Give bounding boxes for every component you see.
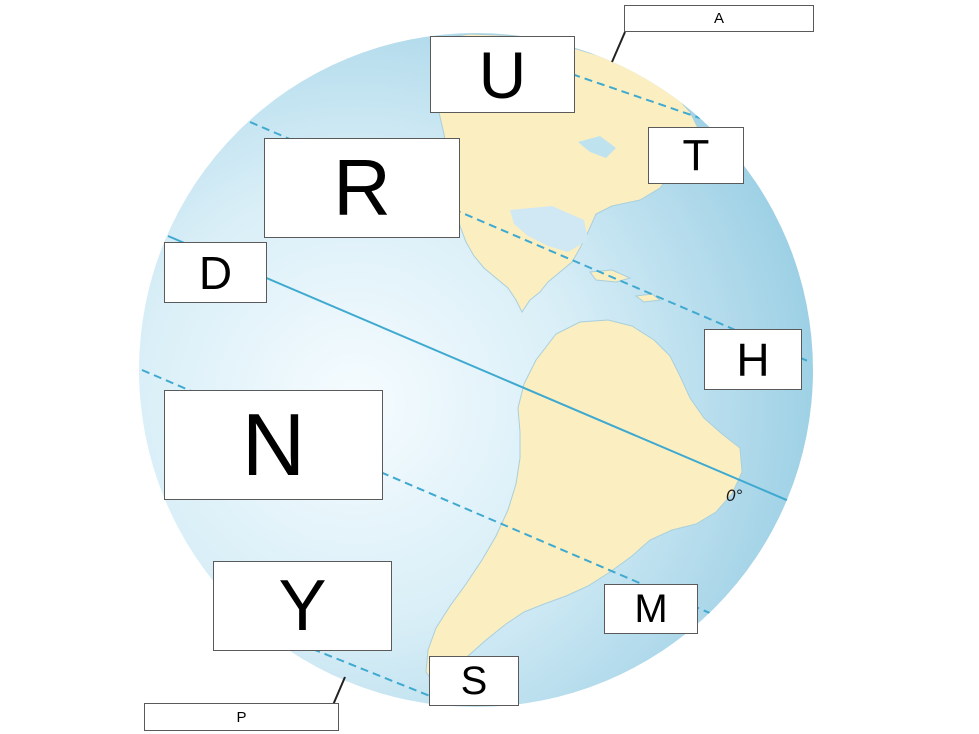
label-box-u: U: [430, 36, 575, 113]
label-box-n: N: [164, 390, 383, 500]
caribbean-island-2: [634, 293, 662, 303]
pointer-line-a: [611, 31, 626, 63]
label-text-r: R: [333, 143, 391, 232]
label-box-y: Y: [213, 561, 392, 651]
equator-degree-label: 0°: [726, 486, 743, 505]
gulf-water: [510, 206, 588, 252]
label-box-d: D: [164, 242, 267, 303]
pointer-line-p: [332, 676, 346, 706]
label-text-m: M: [634, 587, 668, 631]
label-text-t: T: [682, 130, 710, 180]
arctic-circle-line: [559, 69, 701, 119]
great-lakes: [578, 136, 616, 158]
label-text-y: Y: [278, 566, 327, 646]
label-text-a: A: [713, 10, 724, 27]
label-box-s: S: [429, 656, 519, 706]
label-text-u: U: [478, 37, 527, 112]
label-box-a: A: [624, 5, 814, 32]
label-text-p: P: [236, 708, 247, 726]
label-box-t: T: [648, 127, 744, 184]
label-box-m: M: [604, 584, 698, 634]
label-box-r: R: [264, 138, 460, 238]
tropic-of-cancer-line: [249, 121, 811, 363]
south-america-landmass: [425, 319, 743, 687]
label-text-n: N: [241, 395, 306, 494]
label-text-h: H: [736, 333, 770, 386]
equator-line: [167, 235, 811, 511]
antarctic-circle-line: [239, 619, 441, 701]
label-text-d: D: [198, 246, 233, 299]
label-box-h: H: [704, 329, 802, 390]
label-text-s: S: [460, 659, 488, 703]
label-box-p: P: [144, 703, 339, 731]
